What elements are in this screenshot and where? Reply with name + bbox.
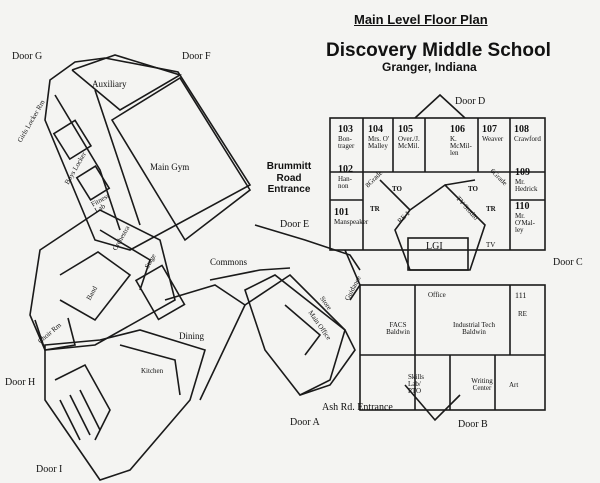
tr-west-label: TR [370,205,380,213]
commons-label: Commons [210,257,248,267]
dining-wall [164,284,247,401]
door-d-label: Door D [455,96,486,107]
to-east-label: TO [468,185,478,193]
main-gym-label: Main Gym [150,162,190,172]
lgi-label: LGI [426,241,443,252]
tv-label: TV [486,241,496,249]
re-label: RE [518,310,527,318]
music-block-outline [29,209,176,351]
east-wing-outline [329,117,546,251]
commons-corridor [254,224,361,271]
door-f-label: Door F [182,51,211,62]
main-gym-outline [110,76,252,242]
tr-east-label: TR [486,205,496,213]
south-wing-outline [44,329,206,481]
door-c-label: Door C [553,257,583,268]
brummitt-entrance-label: Brummitt Road Entrance [266,161,312,195]
choir-room-arc [34,317,76,351]
skills-lab-label: Skills Lab/ PTO [408,373,424,395]
door-e-label: Door E [280,219,310,230]
door-h-label: Door H [5,377,36,388]
office-label: Office [428,291,446,299]
door-i-label: Door I [36,464,63,475]
to-west-label: TO [392,185,402,193]
room-111: 111 [515,291,527,300]
writing-center-label: Writing Center [471,377,493,392]
school-name: Discovery Middle School [326,40,551,61]
roof-peak [414,93,466,119]
plan-title: Main Level Floor Plan [354,12,488,27]
kitchen-label: Kitchen [141,367,164,375]
door-g-label: Door G [12,51,43,62]
school-location: Granger, Indiana [382,60,477,74]
industrial-tech-label: Industrial Tech Baldwin [453,321,495,336]
ash-entrance-label: Ash Rd. Entrance [322,402,393,413]
art-label: Art [509,381,519,389]
facs-label: FACS Baldwin [386,321,410,336]
office-block-outline [244,274,356,396]
south-academic-outline [359,284,546,411]
aux-gym-wall [71,54,182,111]
auxiliary-label: Auxiliary [92,79,127,89]
west-wing-outline [44,57,252,251]
dining-label: Dining [179,331,205,341]
door-a-label: Door A [290,417,320,428]
door-b-label: Door B [458,419,488,430]
